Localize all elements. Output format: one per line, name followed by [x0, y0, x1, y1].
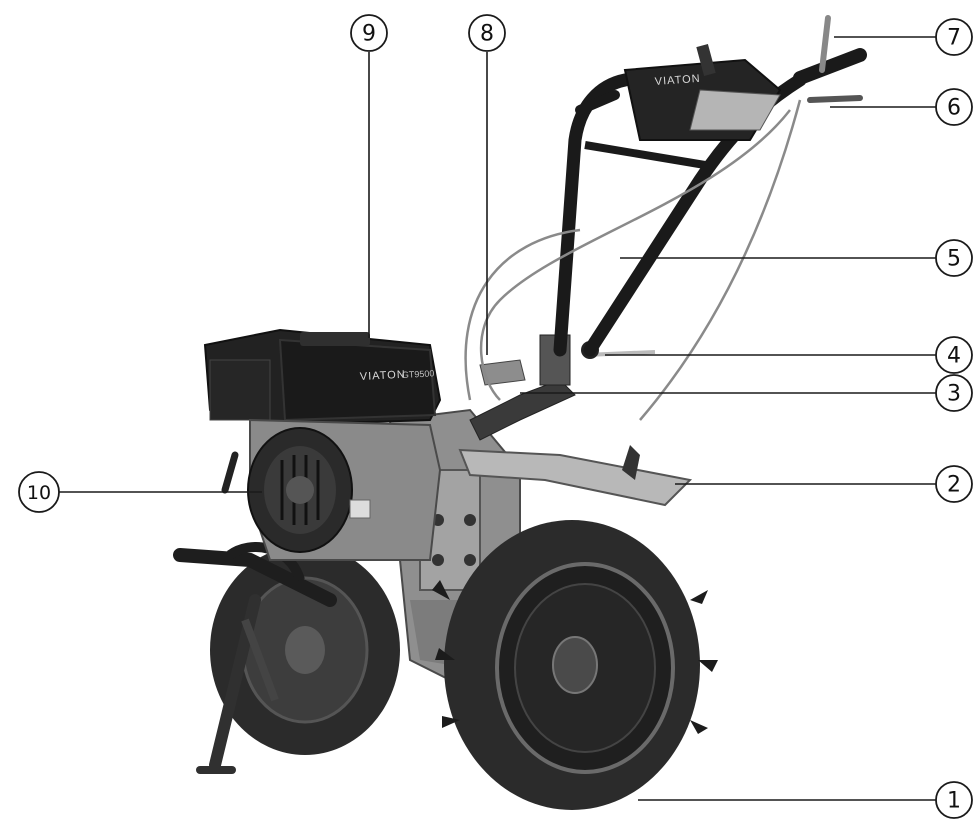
- tiller-illustration: VIATON GT9500: [173, 15, 867, 810]
- engine-brand: VIATON: [360, 369, 407, 383]
- callout-4-label: 4: [947, 344, 961, 369]
- callout-6: 6: [935, 88, 973, 126]
- support-stand: [196, 594, 279, 774]
- callout-9-label: 9: [362, 22, 376, 47]
- engine: VIATON GT9500: [203, 328, 442, 561]
- callout-3: 3: [935, 374, 973, 412]
- callout-9: 9: [350, 14, 388, 52]
- callout-7-label: 7: [947, 26, 961, 51]
- callout-3-label: 3: [947, 382, 961, 407]
- callout-4: 4: [935, 336, 973, 374]
- callout-5-label: 5: [947, 247, 961, 272]
- callout-10: 10: [18, 471, 60, 513]
- fender: [458, 445, 693, 507]
- callout-7: 7: [935, 18, 973, 56]
- callout-2: 2: [935, 465, 973, 503]
- main-wheel: [432, 520, 718, 810]
- handlebars: VIATON: [464, 15, 867, 421]
- handle-brand: VIATON: [654, 73, 701, 88]
- leader-lines: [59, 36, 936, 801]
- engine-model: GT9500: [402, 368, 435, 380]
- callout-10-label: 10: [27, 482, 51, 504]
- callout-5: 5: [935, 239, 973, 277]
- callout-8: 8: [468, 14, 506, 52]
- callout-8-label: 8: [480, 22, 494, 47]
- callout-2-label: 2: [947, 473, 961, 498]
- callout-1-label: 1: [947, 789, 961, 814]
- callout-1: 1: [935, 781, 973, 819]
- callout-6-label: 6: [947, 96, 961, 121]
- callouts: 1 2 3 4 5 6 7 8: [18, 14, 973, 819]
